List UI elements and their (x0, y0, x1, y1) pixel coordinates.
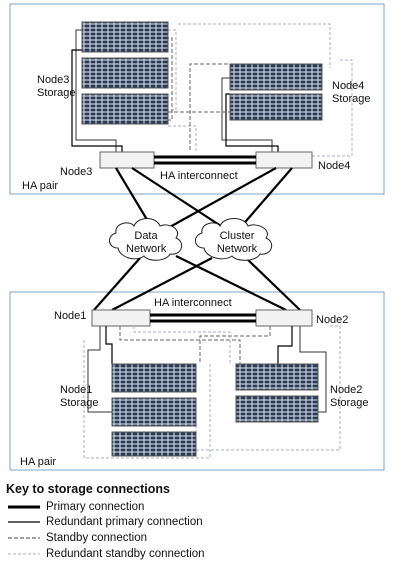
node4-storage-label-line2: Storage (332, 93, 371, 105)
key-title: Key to storage connections (6, 482, 170, 496)
bottom-ha-pair-label: HA pair (20, 456, 57, 468)
node1-storage-label-line2: Storage (60, 397, 99, 409)
bottom-ha-interconnect-label: HA interconnect (154, 297, 232, 309)
key-item-primary: Primary connection (6, 500, 306, 514)
cluster-network-label-line1: Cluster (219, 230, 255, 242)
node1-storage-label: Node1 Storage (60, 384, 99, 410)
node2-storage-label-line1: Node2 (330, 384, 363, 396)
network-links (93, 167, 301, 311)
node2-label: Node2 (316, 314, 349, 326)
node3-storage-stack (81, 21, 169, 125)
node3-label: Node3 (60, 166, 93, 178)
cluster-network-cloud (195, 218, 273, 261)
data-network-cloud (109, 218, 183, 261)
node3-storage-label-line2: Storage (37, 87, 76, 99)
top-ha-pair-label: HA pair (22, 180, 59, 192)
top-ha-interconnect (154, 155, 256, 165)
node2-storage-stack (235, 363, 319, 423)
node3-storage-label-line1: Node3 (37, 74, 70, 86)
data-network-label-line1: Data (134, 230, 158, 242)
node4-controller (255, 151, 313, 169)
node3-storage-label: Node3 Storage (37, 74, 76, 100)
node2-storage-label-line2: Storage (330, 397, 369, 409)
key-label-standby: Standby connection (46, 532, 148, 544)
top-ha-interconnect-label: HA interconnect (160, 170, 238, 182)
node1-storage-stack (111, 363, 197, 457)
cluster-network-label-line2: Network (216, 243, 258, 255)
bottom-ha-interconnect (150, 313, 256, 323)
node2-controller (255, 309, 313, 327)
node1-controller (91, 309, 151, 327)
node1-storage-label-line1: Node1 (60, 384, 93, 396)
cluster-network-label: Cluster Network (214, 230, 260, 256)
node4-storage-label: Node4 Storage (332, 80, 371, 106)
data-network-label: Data Network (126, 230, 166, 256)
node4-storage-label-line1: Node4 (332, 80, 365, 92)
key-label-primary: Primary connection (46, 501, 145, 513)
key-item-standby: Standby connection (6, 531, 306, 545)
key-item-redundant-primary: Redundant primary connection (6, 515, 306, 529)
key-label-redundant-primary: Redundant primary connection (46, 516, 203, 528)
node4-storage-stack (229, 63, 323, 121)
data-network-label-line2: Network (126, 243, 167, 255)
node4-label: Node4 (318, 160, 351, 172)
key-label-redundant-standby: Redundant standby connection (46, 548, 205, 560)
key-item-redundant-standby: Redundant standby connection (6, 547, 306, 561)
node2-storage-label: Node2 Storage (330, 384, 369, 410)
node3-controller (99, 151, 155, 169)
node1-label: Node1 (54, 310, 87, 322)
